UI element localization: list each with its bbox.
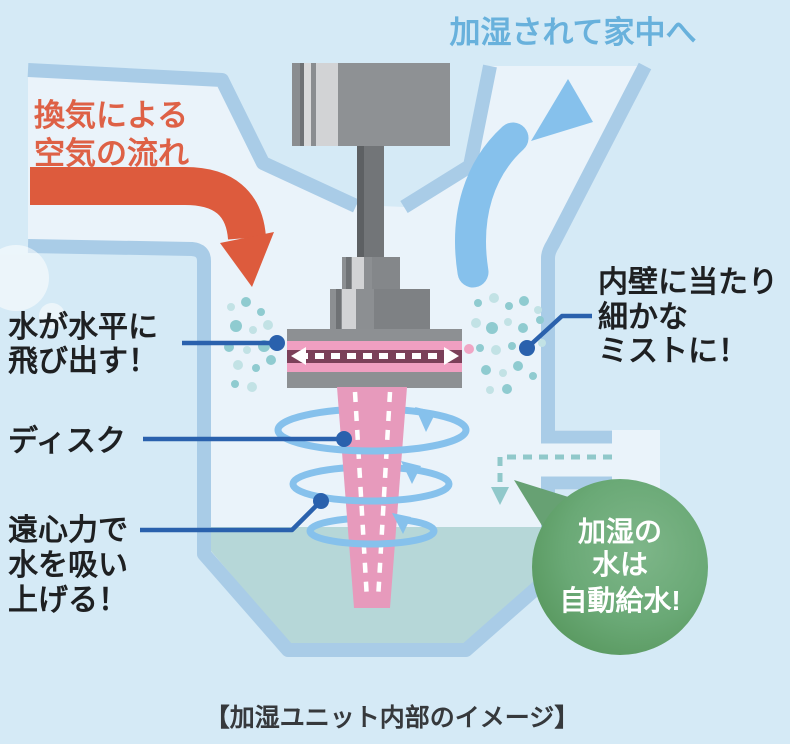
wall-top-left-duct xyxy=(27,63,359,213)
label-disk: ディスク xyxy=(8,424,126,458)
wall-top-right xyxy=(400,64,497,213)
spray-arrowhead-left xyxy=(291,347,306,365)
bubble-circle xyxy=(532,479,708,655)
swirl-arrowheads xyxy=(392,407,436,534)
wall-basin xyxy=(27,239,555,657)
bubble-tail xyxy=(514,480,578,537)
up-arrowhead xyxy=(531,79,593,141)
humidified-air-arrow xyxy=(455,79,593,288)
bubble-text-3: 自動給水! xyxy=(559,584,680,616)
label-centrifugal-2: 水を吸い xyxy=(8,549,128,582)
spindle-steps xyxy=(330,257,430,330)
disk-plate-top xyxy=(287,329,462,341)
label-centrifugal-1: 遠心力で xyxy=(8,514,128,547)
vessel-walls xyxy=(27,62,652,657)
leader-lines xyxy=(140,313,592,533)
water-supply-arrowhead xyxy=(491,487,509,505)
label-ventilation-2: 空気の流れ xyxy=(34,136,189,171)
auto-supply-bubble: 加湿の 水は 自動給水! xyxy=(514,479,708,655)
label-mist-3: ミストに！ xyxy=(598,335,748,368)
label-mist-1: 内壁に当たり xyxy=(598,266,778,299)
label-ventilation-1: 換気による xyxy=(34,98,188,133)
diagram-caption: 【加湿ユニット内部のイメージ】 xyxy=(205,703,580,732)
leader-mist xyxy=(525,313,592,350)
leader-centrifugal xyxy=(140,499,323,533)
ventilation-arrowhead xyxy=(220,232,274,287)
up-arrow-stem xyxy=(455,122,529,288)
bubble-text-2: 水は xyxy=(592,549,648,580)
disk-plate-bottom xyxy=(287,372,462,388)
label-mist-2: 細かな xyxy=(598,301,688,334)
bubble-text-1: 加湿の xyxy=(578,516,662,547)
water-supply-arrow xyxy=(491,454,612,505)
part-labels: 水が水平に 飛び出す！ ディスク 遠心力で 水を吸い 上げる！ 内壁に当たり 細… xyxy=(8,266,778,617)
cone-suction-dashes xyxy=(352,391,393,601)
label-spray-1: 水が水平に xyxy=(8,310,158,344)
spray-disk xyxy=(287,329,462,388)
wall-exit-duct-right xyxy=(541,62,652,432)
motor-assembly xyxy=(292,63,450,330)
water-droplet xyxy=(464,344,474,354)
ventilation-arrow-stem xyxy=(30,167,266,241)
spray-arrowhead-right xyxy=(444,347,459,365)
label-humidified-out: 加湿されて家中へ xyxy=(449,15,696,50)
label-centrifugal-3: 上げる！ xyxy=(8,584,128,617)
leader-dots xyxy=(269,335,535,509)
decor-bubbles xyxy=(0,245,65,329)
label-spray-2: 飛び出す！ xyxy=(8,345,158,378)
ventilation-arrow xyxy=(30,167,274,287)
